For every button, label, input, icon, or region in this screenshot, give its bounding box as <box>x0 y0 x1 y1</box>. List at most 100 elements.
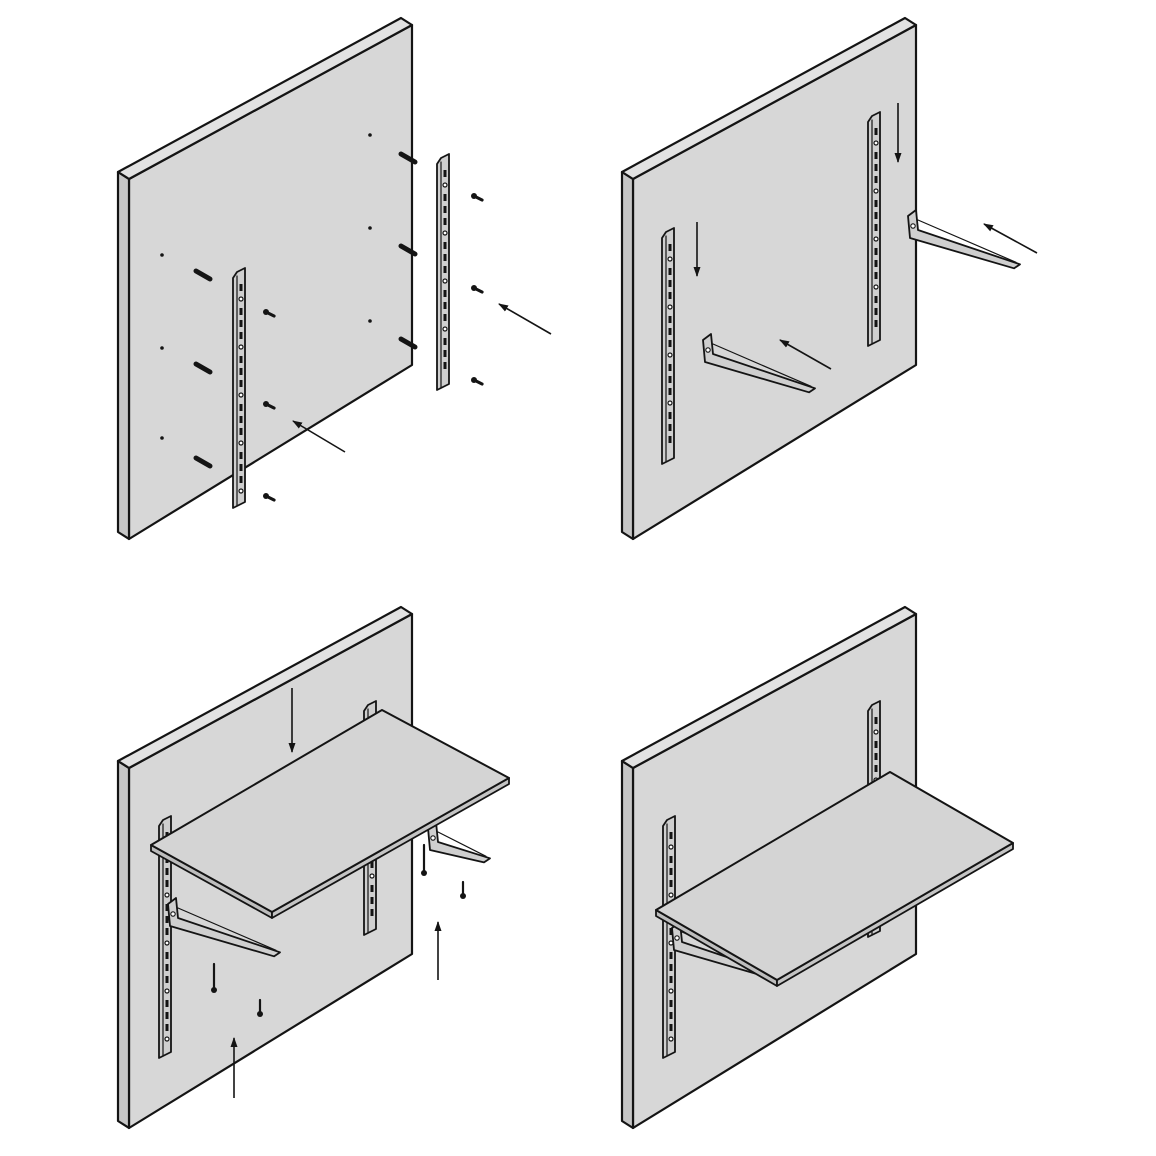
rail-slot <box>443 206 447 213</box>
shelf-bracket <box>167 897 281 958</box>
upright-rail <box>436 153 450 391</box>
rail-slot <box>443 302 447 309</box>
rail-screw-hole <box>442 230 448 236</box>
screw <box>471 193 484 202</box>
rail-slot <box>165 868 169 875</box>
rail-screw-hole <box>873 729 879 735</box>
screw-head <box>460 893 466 899</box>
bracket-edge <box>917 219 1017 263</box>
panel-top-edge <box>620 605 918 770</box>
screw <box>421 843 427 876</box>
rail-slot <box>668 364 672 371</box>
rail-screw-hole <box>238 296 244 302</box>
wall-panel <box>620 16 918 541</box>
drill-hole <box>160 346 164 350</box>
rail-slot <box>370 885 374 892</box>
wall-plug <box>193 268 213 282</box>
upright-rail <box>158 815 172 1059</box>
rail-slot <box>874 176 878 183</box>
rail-slot <box>874 152 878 159</box>
wall-plug <box>398 151 418 165</box>
rail-slot <box>669 856 673 863</box>
rail-screw-hole <box>238 440 244 446</box>
rail-slot <box>668 244 672 251</box>
rail-slot <box>370 909 374 916</box>
rail-slot <box>669 880 673 887</box>
step-2 <box>620 16 1038 541</box>
rail-slot <box>443 314 447 321</box>
rail-slot <box>874 248 878 255</box>
upright-rail <box>662 815 676 1059</box>
arrow <box>779 339 832 370</box>
bracket-hook <box>170 911 176 917</box>
screw-head <box>471 377 477 383</box>
screw-head <box>471 285 477 291</box>
step-1 <box>116 16 552 541</box>
rail-slot <box>874 296 878 303</box>
rail-slot <box>239 452 243 459</box>
rail-screw-hole <box>668 892 674 898</box>
panel-top-edge <box>116 16 414 181</box>
shelf-board <box>150 709 510 919</box>
rail-slot <box>668 412 672 419</box>
rail-slot <box>874 200 878 207</box>
rail-slot <box>669 964 673 971</box>
shelf-board <box>655 771 1014 987</box>
rail-slot <box>874 224 878 231</box>
bracket-arm <box>167 897 281 958</box>
shelf-bracket <box>427 821 491 864</box>
rail-screw-hole <box>238 488 244 494</box>
rail-slot <box>239 380 243 387</box>
rail-slot <box>874 765 878 772</box>
screw <box>211 962 217 993</box>
rail-slot <box>239 284 243 291</box>
rail-screw-hole <box>667 400 673 406</box>
rail-screw-hole <box>667 304 673 310</box>
screw-head <box>471 193 477 199</box>
arrow <box>498 303 552 335</box>
screw <box>471 285 484 294</box>
rail-slot <box>668 292 672 299</box>
rail-slot <box>239 368 243 375</box>
panel-top-edge <box>116 605 414 770</box>
wall-panel <box>116 16 414 541</box>
rail-slot <box>443 194 447 201</box>
rail-slot <box>874 212 878 219</box>
rail-slot <box>165 976 169 983</box>
bracket-edge <box>177 907 277 951</box>
rail-slot <box>165 880 169 887</box>
rail-slot <box>443 266 447 273</box>
rail-slot <box>165 904 169 911</box>
panel-left-edge <box>620 170 635 541</box>
arrow-shaft <box>292 420 346 453</box>
rail-slot <box>443 170 447 177</box>
rail-slot <box>669 1024 673 1031</box>
diagram-layer <box>116 16 1038 1130</box>
rail-slot <box>874 128 878 135</box>
rail-slot <box>165 1000 169 1007</box>
screw <box>263 309 276 318</box>
rail-screw-hole <box>668 1036 674 1042</box>
rail-screw-hole <box>873 140 879 146</box>
rail-slot <box>668 376 672 383</box>
panel-left-edge <box>620 759 635 1130</box>
rail-body <box>661 227 675 465</box>
drill-hole <box>368 226 372 230</box>
rail-screw-hole <box>442 278 448 284</box>
rail-screw-hole <box>873 284 879 290</box>
wall-plug <box>193 361 213 375</box>
rail-slot <box>165 952 169 959</box>
bracket-hook <box>705 347 711 353</box>
rail-slot <box>443 218 447 225</box>
rail-slot <box>239 332 243 339</box>
wall-plug <box>193 455 213 469</box>
rail-slot <box>239 356 243 363</box>
rail-slot <box>874 260 878 267</box>
rail-screw-hole <box>164 892 170 898</box>
rail-screw-hole <box>164 940 170 946</box>
shelf-top <box>150 709 510 913</box>
drill-hole <box>160 436 164 440</box>
shelf-bracket <box>702 333 816 394</box>
rail-slot <box>668 316 672 323</box>
rail-body <box>232 267 246 509</box>
